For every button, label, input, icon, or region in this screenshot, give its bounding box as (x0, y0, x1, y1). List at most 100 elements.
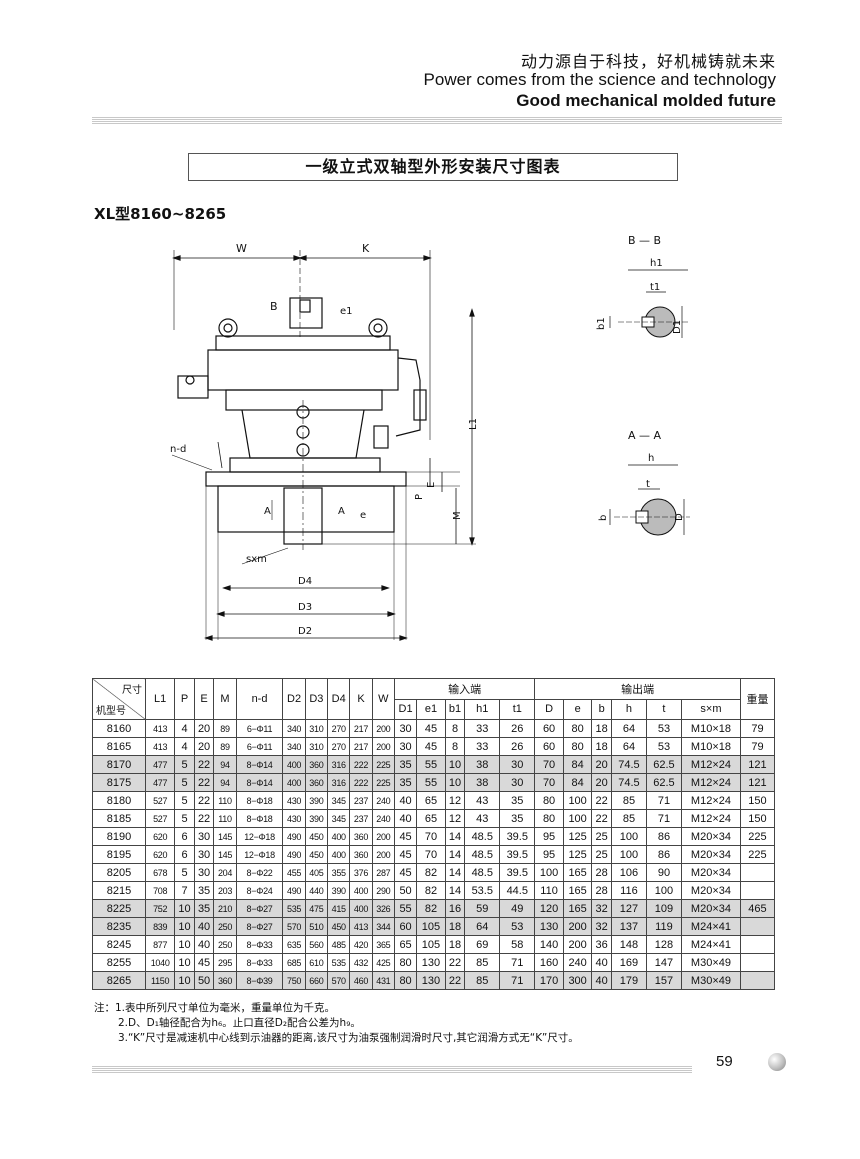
table-cell: 360 (349, 827, 373, 846)
table-cell: M20×34 (680, 899, 741, 918)
table-cell: M24×41 (680, 917, 741, 936)
note-3: 3.“K”尺寸是减速机中心线到示油器的距离,该尺寸为油泵强制润滑时尺寸,其它润滑… (118, 1032, 579, 1044)
table-cell: 71 (645, 791, 682, 810)
table-cell: 20 (193, 719, 215, 738)
col-header-e: E (193, 678, 215, 720)
table-cell: 200 (562, 935, 593, 954)
table-cell: 25 (591, 827, 612, 846)
table-cell: 450 (304, 827, 329, 846)
table-cell (739, 881, 776, 900)
col-header-k: K (349, 678, 373, 720)
table-header-row-1: 尺寸 机型号 L1 P E M n-d D2 D3 D4 K W 输入端 输出端… (92, 678, 776, 720)
table-cell: 86 (645, 845, 682, 864)
table-cell: 59 (464, 899, 501, 918)
table-cell: 130 (416, 971, 446, 990)
table-cell: 877 (144, 935, 176, 954)
table-cell: 125 (562, 845, 593, 864)
table-cell: 14 (444, 881, 466, 900)
table-cell: 45 (416, 737, 446, 756)
slogan-english-line1: Power comes from the science and technol… (423, 70, 776, 89)
table-cell: 250 (213, 935, 237, 954)
table-cell: 431 (371, 971, 395, 990)
table-cell: 12−Φ18 (235, 827, 284, 846)
table-cell: 450 (327, 917, 351, 936)
table-cell: 74.5 (610, 755, 647, 774)
table-cell: 39.5 (499, 845, 536, 864)
table-cell: 179 (610, 971, 647, 990)
table-cell: 30 (499, 755, 536, 774)
table-cell: 610 (304, 953, 329, 972)
table-cell: 432 (349, 953, 373, 972)
table-cell: 64 (610, 719, 647, 738)
col-header-input-b1: b1 (444, 698, 466, 720)
table-cell: 14 (444, 827, 466, 846)
table-cell: 400 (327, 845, 351, 864)
dim-label-e-upper: E (426, 482, 437, 488)
dim-label-p: P (414, 494, 425, 500)
model-number-cell: 8265 (92, 971, 146, 990)
table-cell: 413 (144, 719, 176, 738)
table-cell: 30 (193, 827, 215, 846)
table-cell: 85 (610, 791, 647, 810)
table-cell: 64 (610, 737, 647, 756)
table-cell: 28 (591, 881, 612, 900)
table-cell: 35 (193, 899, 215, 918)
table-cell: 70 (416, 827, 446, 846)
table-cell: 120 (534, 899, 564, 918)
table-cell: 8−Φ18 (235, 791, 284, 810)
table-cell: 70 (416, 845, 446, 864)
table-cell: 165 (562, 863, 593, 882)
table-cell: 376 (349, 863, 373, 882)
dim-label-h1: h1 (650, 258, 663, 269)
header-rule (92, 117, 782, 125)
table-cell: 340 (282, 719, 306, 738)
table-cell: 48.5 (464, 827, 501, 846)
table-cell: 80 (534, 809, 564, 828)
table-cell: 22 (193, 755, 215, 774)
table-cell: 121 (739, 773, 776, 792)
group-header-input: 输入端 (393, 678, 536, 700)
table-cell: 8−Φ14 (235, 773, 284, 792)
table-corner-cell: 尺寸 机型号 (92, 678, 146, 720)
table-cell: 225 (371, 773, 395, 792)
model-number-cell: 8245 (92, 935, 146, 954)
table-cell: 222 (349, 755, 373, 774)
table-cell: 8−Φ24 (235, 881, 284, 900)
table-cell: 460 (349, 971, 373, 990)
page-title: 一级立式双轴型外形安装尺寸图表 (188, 153, 678, 181)
table-cell: 237 (349, 809, 373, 828)
table-cell: 8−Φ33 (235, 935, 284, 954)
table-cell: 390 (327, 881, 351, 900)
table-cell: 100 (562, 809, 593, 828)
table-cell: 86 (645, 827, 682, 846)
table-cell: 60 (534, 719, 564, 738)
table-cell: 16 (444, 899, 466, 918)
table-cell: 22 (193, 809, 215, 828)
page-number: 59 (716, 1053, 733, 1070)
table-cell: 130 (534, 917, 564, 936)
table-cell: 50 (393, 881, 418, 900)
table-cell: 60 (393, 917, 418, 936)
table-cell: 240 (562, 953, 593, 972)
table-cell: 413 (144, 737, 176, 756)
table-cell: 43 (464, 791, 501, 810)
table-cell: 12 (444, 791, 466, 810)
table-cell: 5 (174, 755, 195, 774)
table-cell: 4 (174, 737, 195, 756)
table-cell: 685 (282, 953, 306, 972)
table-cell: 5 (174, 773, 195, 792)
table-cell: 477 (144, 773, 176, 792)
table-cell: 250 (213, 917, 237, 936)
table-cell: 752 (144, 899, 176, 918)
table-cell: 79 (739, 737, 776, 756)
table-cell: 65 (393, 935, 418, 954)
table-cell: 18 (444, 917, 466, 936)
table-cell: 100 (534, 863, 564, 882)
table-cell: 109 (645, 899, 682, 918)
dim-label-d1: D1 (672, 320, 683, 334)
table-cell: 365 (371, 935, 395, 954)
table-cell: 36 (591, 935, 612, 954)
